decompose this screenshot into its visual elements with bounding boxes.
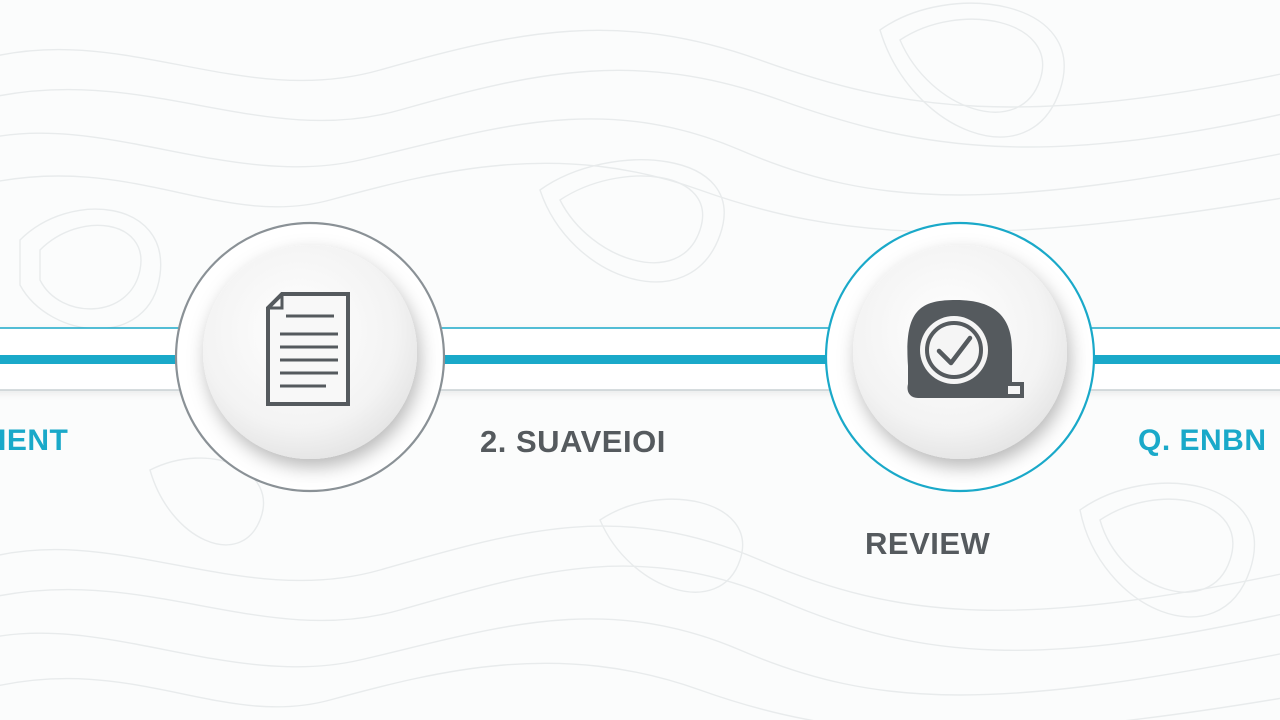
step-label-review: REVIEW <box>865 526 991 561</box>
step-label-left: IENT <box>0 424 69 457</box>
timeline-accent-line <box>0 355 1280 364</box>
document-icon <box>266 292 350 406</box>
step-label-right: Q. ENBN <box>1138 424 1267 457</box>
tape-measure-check-icon <box>907 300 1024 398</box>
step-review[interactable] <box>824 221 1096 493</box>
step-document[interactable] <box>174 221 446 493</box>
step-label-middle: 2. SUAVEIOI <box>480 424 666 459</box>
